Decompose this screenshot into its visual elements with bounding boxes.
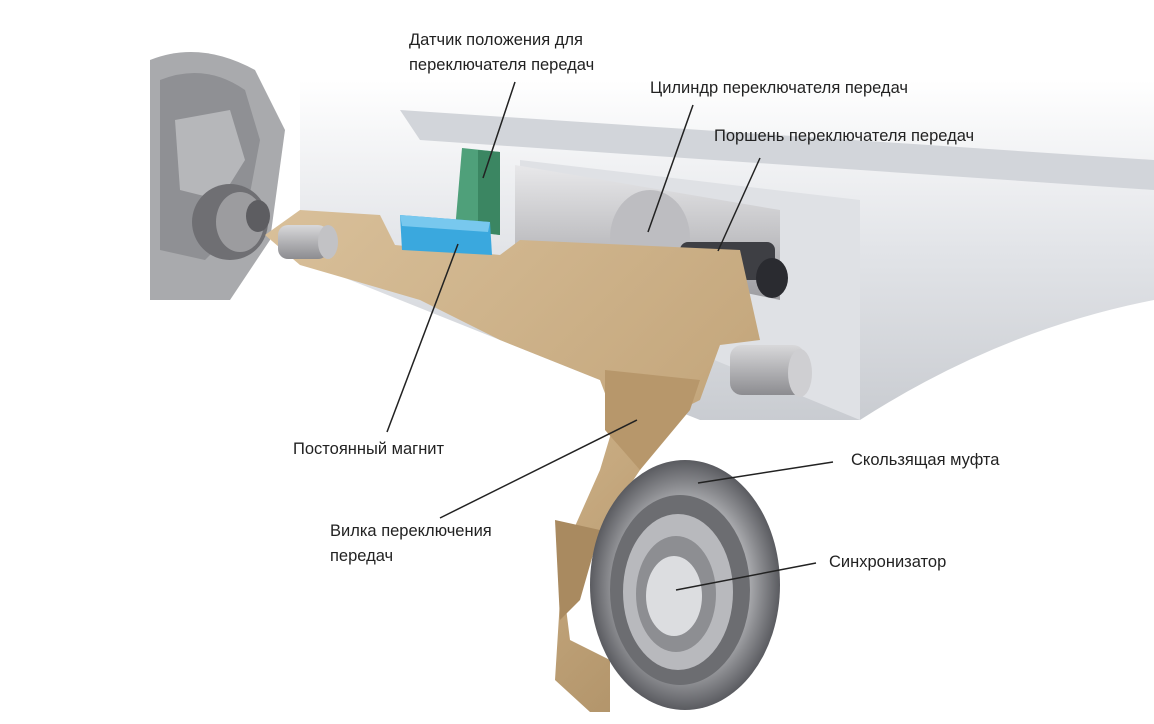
label-shift-cylinder: Цилиндр переключателя передач xyxy=(650,79,908,97)
label-permanent-magnet: Постоянный магнит xyxy=(293,440,445,458)
shift-fork xyxy=(265,210,760,712)
synchronizer-assembly xyxy=(590,460,780,710)
label-position-sensor: Датчик положения для переключателя перед… xyxy=(409,28,594,78)
leader-lines xyxy=(386,81,834,591)
position-sensor xyxy=(455,148,500,235)
left-casing xyxy=(150,52,285,300)
guide-pins xyxy=(278,225,812,397)
label-synchronizer: Синхронизатор xyxy=(829,553,947,571)
label-position-sensor-line1: Датчик положения для xyxy=(409,31,583,49)
label-shift-fork-line2: передач xyxy=(330,547,394,565)
label-shift-piston: Поршень переключателя передач xyxy=(714,127,975,145)
label-sliding-sleeve: Скользящая муфта xyxy=(851,451,1000,469)
label-position-sensor-line2: переключателя передач xyxy=(409,56,595,74)
label-shift-fork-line1: Вилка переключения xyxy=(330,522,492,540)
permanent-magnet xyxy=(400,215,492,255)
label-shift-fork: Вилка переключения передач xyxy=(330,519,492,569)
